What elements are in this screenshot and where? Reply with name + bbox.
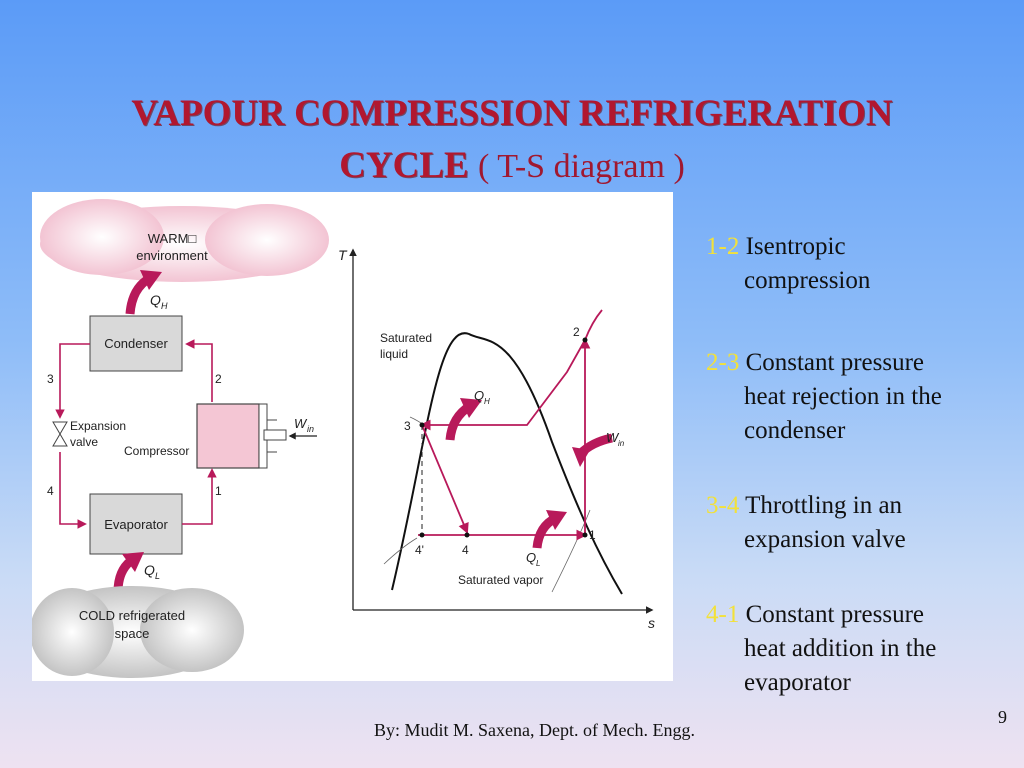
schematic-win-sub: in	[307, 424, 314, 434]
sat-vapor-guide	[551, 509, 591, 593]
title-line-2: CYCLE ( T-S diagram )	[0, 140, 1024, 193]
ts-diagram: T s 3 2 1	[338, 247, 655, 631]
title-subtitle: ( T-S diagram )	[477, 148, 685, 185]
slide-page-number: 9	[998, 707, 1007, 727]
expansion-label-2: valve	[70, 435, 98, 449]
ts-ql: Q	[526, 550, 536, 565]
ts-state-4prime: 4'	[415, 543, 424, 557]
cycle-figure: WARM□ environment Q H Condenser Evaporat…	[32, 192, 673, 681]
ts-state-2: 2	[573, 325, 580, 339]
ts-qh-sub: H	[484, 397, 490, 406]
step-4-1: 4-1 Constant pressure heat addition in t…	[706, 598, 1006, 700]
cycle-figure-svg: WARM□ environment Q H Condenser Evaporat…	[32, 199, 655, 678]
schematic-ql: Q	[144, 562, 155, 578]
cold-label-2: space	[115, 626, 150, 641]
title-bold-cycle: CYCLE	[339, 145, 469, 186]
step-3-4: 3-4 Throttling in an expansion valve	[706, 489, 1006, 557]
evaporator-box	[89, 493, 183, 555]
step-1-2: 1-2 Isentropic compression	[706, 230, 1006, 298]
title-line-1: VAPOUR COMPRESSION REFRIGERATION	[0, 88, 1024, 140]
schematic: WARM□ environment Q H Condenser Evaporat…	[32, 199, 329, 678]
step-line-1: Constant pressure	[745, 601, 925, 628]
ts-win: W	[606, 430, 620, 445]
step-line-1: Constant pressure	[745, 349, 925, 376]
ts-cycle	[418, 309, 603, 541]
warm-label-2: environment	[136, 248, 208, 263]
schematic-state-1: 1	[215, 484, 222, 498]
warm-label-1: WARM□	[148, 231, 197, 246]
slide-title: VAPOUR COMPRESSION REFRIGERATION CYCLE (…	[0, 88, 1024, 193]
step-line-1: Isentropic	[745, 233, 846, 260]
step-number: 3-4	[706, 492, 740, 519]
step-2-3: 2-3 Constant pressure heat rejection in …	[706, 346, 1006, 448]
ts-ql-sub: L	[536, 559, 540, 568]
expansion-valve-icon	[52, 421, 68, 447]
ts-win-sub: in	[618, 439, 625, 448]
cold-label-1: COLD refrigerated	[79, 608, 185, 623]
title-bold-text: VAPOUR COMPRESSION REFRIGERATION	[131, 93, 893, 134]
step-line-1: Throttling in an	[745, 492, 903, 519]
ql-arrow-head	[122, 552, 144, 572]
schematic-state-2: 2	[215, 372, 222, 386]
step-line-2: heat rejection in the	[744, 383, 942, 410]
s-axis-label: s	[648, 615, 655, 631]
sat-liquid-label-2: liquid	[380, 347, 408, 361]
step-line-3: condenser	[744, 417, 846, 444]
piping	[55, 339, 217, 529]
ts-state-3: 3	[404, 419, 411, 433]
compressor-label: Compressor	[124, 444, 189, 458]
schematic-state-4: 4	[47, 484, 54, 498]
warm-cloud	[40, 199, 329, 282]
condenser-label: Condenser	[104, 336, 168, 351]
t-axis-label: T	[338, 247, 348, 263]
saturation-dome	[391, 332, 623, 595]
ts-state-4: 4	[462, 543, 469, 557]
step-line-3: evaporator	[744, 669, 851, 696]
schematic-qh: Q	[150, 292, 161, 308]
step-number: 4-1	[706, 601, 740, 628]
ts-qh: Q	[474, 388, 484, 403]
step-number: 2-3	[706, 349, 740, 376]
expansion-label-1: Expansion	[70, 419, 126, 433]
schematic-qh-sub: H	[161, 301, 168, 311]
step-line-2: heat addition in the	[744, 635, 937, 662]
cold-cloud	[32, 586, 244, 678]
qh-arrow-head	[140, 270, 162, 290]
compressor-shaft	[263, 429, 287, 441]
sat-liquid-label-1: Saturated	[380, 331, 432, 345]
schematic-win: W	[294, 416, 308, 431]
compressor-box	[196, 403, 260, 469]
sat-vapor-label: Saturated vapor	[458, 573, 543, 587]
schematic-state-3: 3	[47, 372, 54, 386]
slide-footer: By: Mudit M. Saxena, Dept. of Mech. Engg…	[374, 720, 695, 740]
ts-state-1: 1	[589, 528, 596, 542]
step-line-2: compression	[744, 267, 871, 294]
step-line-2: expansion valve	[744, 526, 906, 553]
step-number: 1-2	[706, 233, 740, 260]
evaporator-label: Evaporator	[104, 517, 168, 532]
schematic-ql-sub: L	[155, 571, 160, 581]
